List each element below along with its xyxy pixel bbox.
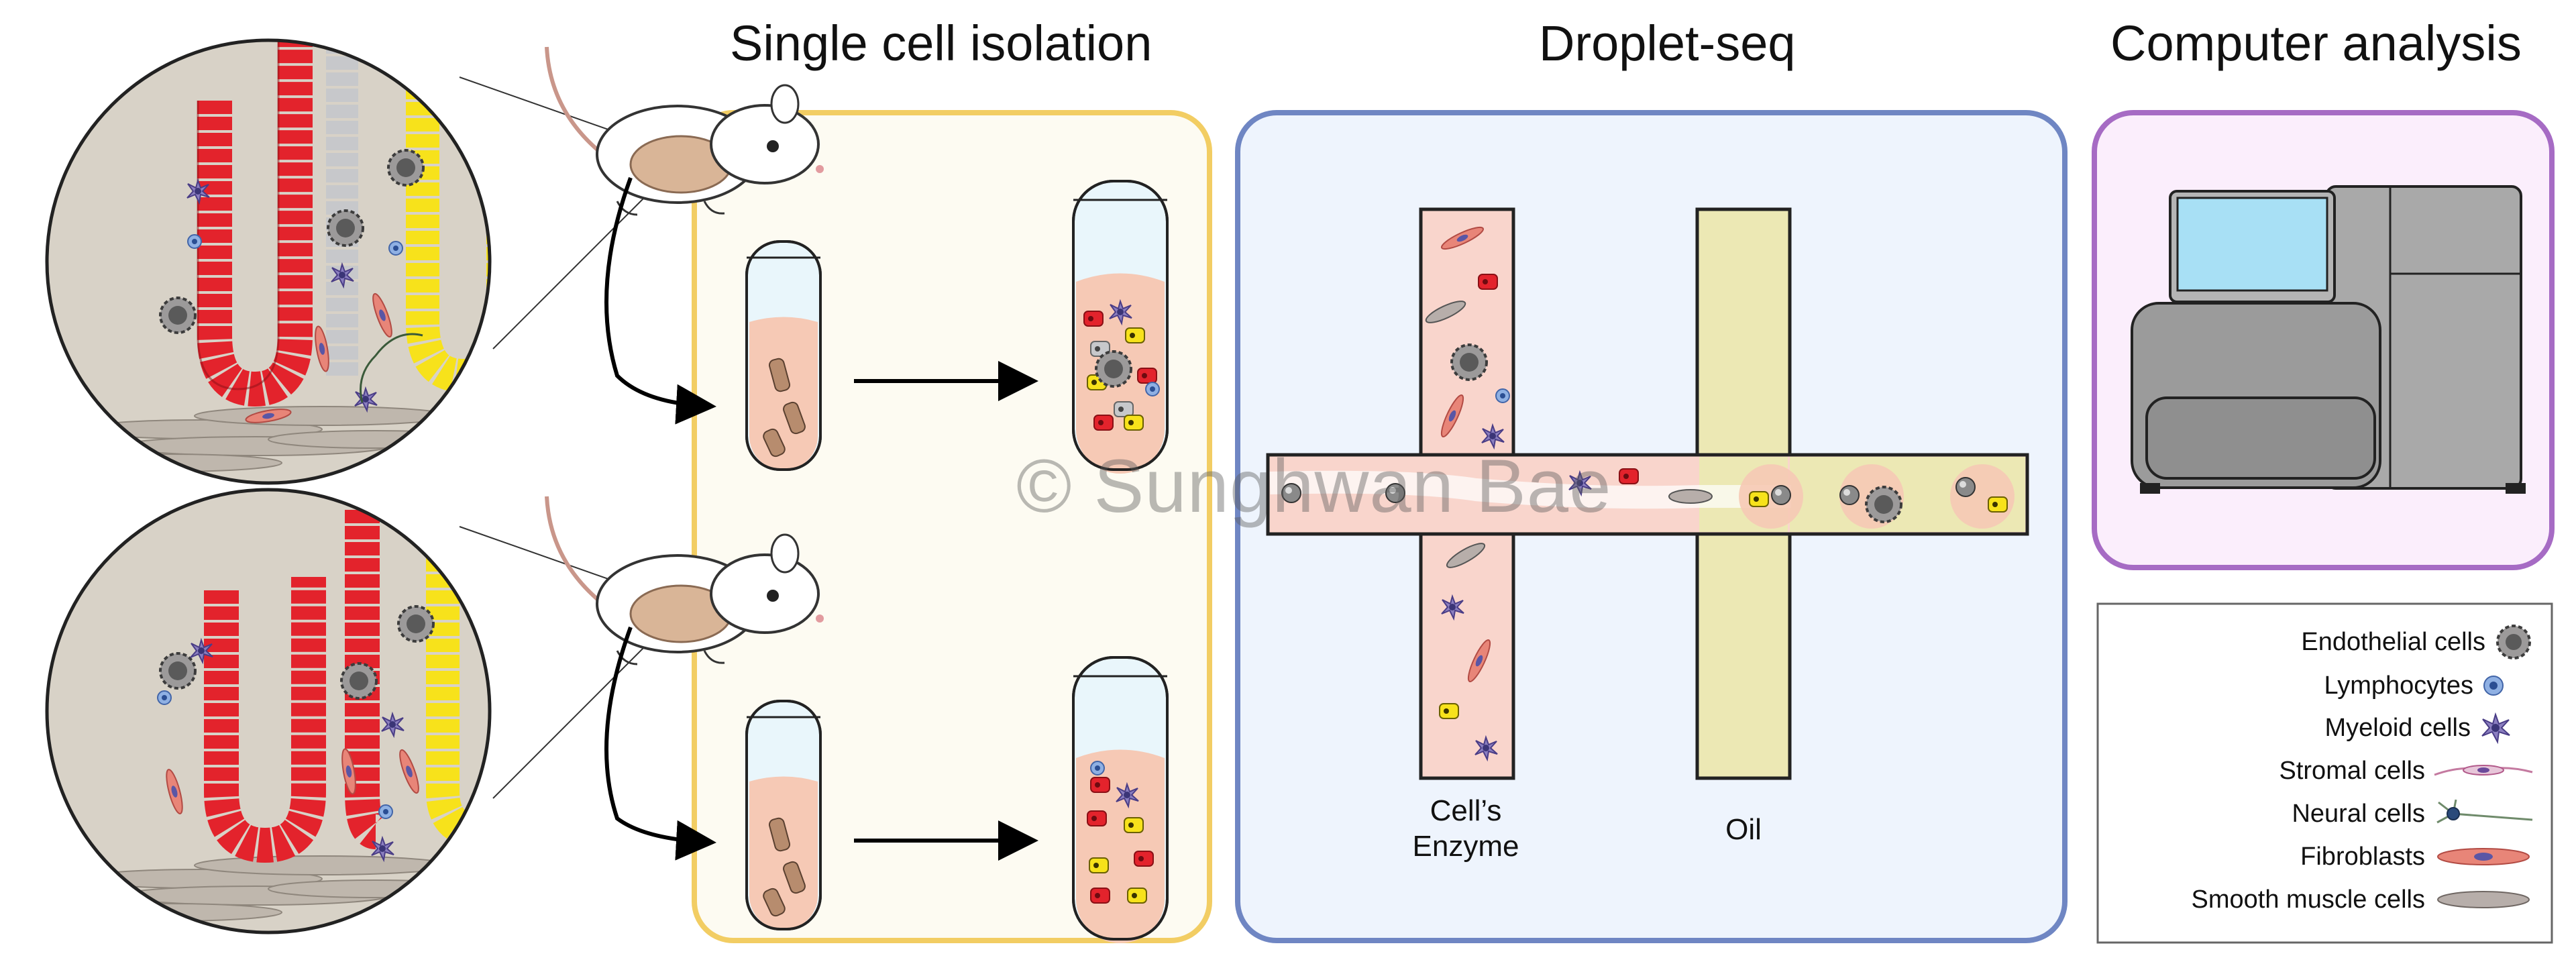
watermark: © Sunghwan Bae (1016, 444, 1612, 528)
legend-item-myeloid: Myeloid cells (2324, 711, 2512, 745)
enzyme-label-line2: Enzyme (1412, 829, 1519, 863)
legend-item-lymphocytes: Lymphocytes (2324, 669, 2506, 702)
legend-label: Endothelial cells (2301, 627, 2485, 656)
legend-item-smooth-muscle: Smooth muscle cells (2192, 883, 2534, 916)
legend-item-fibroblasts: Fibroblasts (2300, 840, 2534, 873)
myeloid-cell-icon (2481, 712, 2510, 745)
legend-label: Smooth muscle cells (2191, 885, 2425, 914)
lymphocyte-icon (2483, 676, 2504, 696)
tube-tissue-top (745, 240, 822, 472)
tube-tissue-bottom (745, 700, 822, 931)
sequencer-machine-icon (2131, 185, 2526, 494)
legend-label: Stromal cells (2279, 756, 2426, 785)
neural-cell-icon (2436, 799, 2533, 824)
tube-cells-top (1072, 180, 1169, 474)
legend-label: Lymphocytes (2324, 671, 2473, 700)
title-computer-analysis: Computer analysis (2110, 15, 2522, 71)
enzyme-channel-label: Cell’s Enzyme (1405, 794, 1526, 865)
stromal-cell-icon (2434, 765, 2533, 776)
legend-item-endothelial: Endothelial cells (2301, 625, 2534, 659)
curved-arrow-bottom (604, 626, 716, 861)
microfluidic-chip (1266, 207, 2029, 780)
legend-label: Fibroblasts (2300, 842, 2425, 871)
mouse-bottom (545, 496, 824, 665)
endothelial-cell-icon (2496, 625, 2531, 659)
smooth-muscle-cell-icon (2437, 891, 2530, 908)
fibroblast-icon (2437, 848, 2530, 865)
legend-item-neural: Neural cells (2292, 797, 2534, 831)
title-droplet-seq: Droplet-seq (1539, 15, 1796, 71)
tube-cells-bottom (1072, 656, 1169, 943)
mouse-top (545, 46, 824, 216)
legend-label: Neural cells (2292, 799, 2425, 828)
legend-item-stromal: Stromal cells (2279, 754, 2534, 788)
oil-channel-label: Oil (1725, 813, 1762, 846)
curved-arrow-top (604, 176, 716, 425)
title-single-cell-isolation: Single cell isolation (730, 15, 1152, 71)
legend-label: Myeloid cells (2324, 713, 2471, 742)
enzyme-label-line1: Cell’s (1430, 794, 1502, 827)
